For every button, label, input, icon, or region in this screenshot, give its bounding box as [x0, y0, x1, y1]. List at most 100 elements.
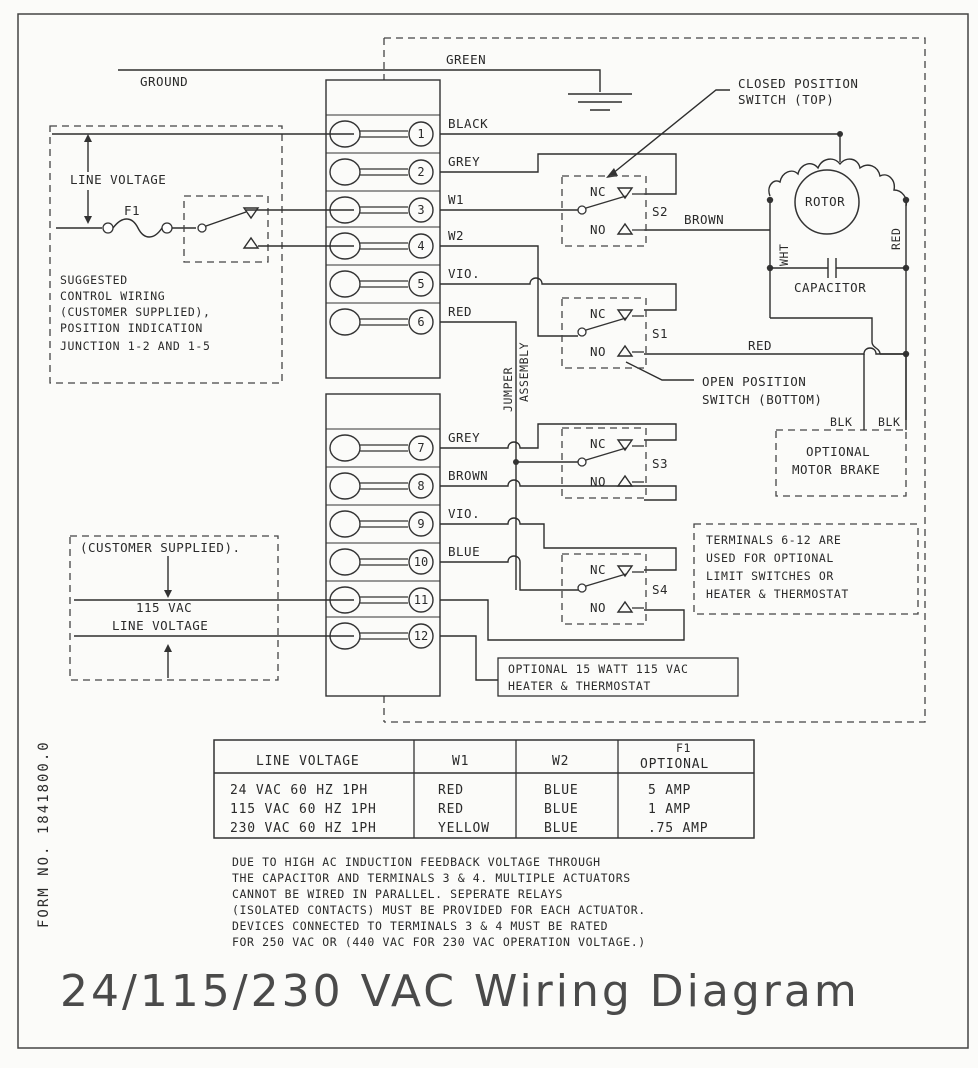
terminal-number: 4 — [417, 239, 424, 253]
wire-label-w1: W1 — [448, 192, 464, 207]
open-switch-leader — [625, 361, 694, 381]
closed-switch-leader — [611, 89, 730, 175]
svg-text:1 AMP: 1 AMP — [648, 802, 691, 817]
svg-text:5 AMP: 5 AMP — [648, 783, 691, 798]
svg-text:POSITION INDICATION: POSITION INDICATION — [60, 321, 203, 335]
svg-text:LIMIT SWITCHES OR: LIMIT SWITCHES OR — [706, 569, 834, 583]
svg-text:YELLOW: YELLOW — [438, 821, 490, 836]
terminal-2: 2 — [326, 152, 440, 186]
terminal-screw-icon — [329, 434, 361, 462]
switch-s2: NC NO S2 — [561, 175, 668, 247]
terminal-number: 12 — [414, 629, 428, 643]
svg-text:NO: NO — [590, 474, 606, 489]
svg-text:S2: S2 — [652, 204, 668, 219]
wire-label-vio-5: VIO. — [448, 266, 480, 281]
ground-symbol — [568, 93, 632, 111]
wire-label-vio-9: VIO. — [448, 506, 480, 521]
svg-text:S3: S3 — [652, 456, 668, 471]
terminal-10: 10 — [326, 542, 440, 576]
wire-label-brown-8: BROWN — [448, 468, 488, 483]
terminal-5: 5 — [326, 264, 440, 298]
wire-label-w2: W2 — [448, 228, 464, 243]
svg-text:THE CAPACITOR AND TERMINALS 3: THE CAPACITOR AND TERMINALS 3 & 4. MULTI… — [232, 871, 631, 885]
terminals-note: TERMINALS 6-12 ARE USED FOR OPTIONAL LIM… — [706, 533, 848, 601]
terminal-screw-icon — [329, 548, 361, 576]
wire-label-grey-7: GREY — [448, 430, 480, 445]
table-row: 24 VAC 60 HZ 1PH RED BLUE 5 AMP — [230, 783, 691, 798]
diagram-title: 24/115/230 VAC Wiring Diagram — [60, 966, 860, 1017]
wire-label-grey-2: GREY — [448, 154, 480, 169]
line-voltage-arrow — [84, 134, 92, 224]
warning-note: DUE TO HIGH AC INDUCTION FEEDBACK VOLTAG… — [232, 855, 646, 949]
terminal-6: 6 — [326, 302, 440, 336]
actuator-enclosure — [384, 37, 926, 723]
svg-text:BLUE: BLUE — [544, 821, 579, 836]
svg-text:SUGGESTED: SUGGESTED — [60, 273, 128, 287]
terminal-7: 7 — [326, 428, 440, 462]
terminal-number: 3 — [417, 203, 424, 217]
svg-text:S1: S1 — [652, 326, 668, 341]
svg-text:NO: NO — [590, 222, 606, 237]
voltage-table: LINE VOLTAGE W1 W2 F1 OPTIONAL 24 VAC 60… — [213, 739, 755, 839]
vac115-label: 115 VAC — [136, 600, 192, 615]
terminal-number: 10 — [414, 555, 428, 569]
table-header-optional: OPTIONAL — [640, 757, 709, 772]
relay-contact-icon — [197, 207, 260, 249]
wire-label-ground: GROUND — [140, 74, 188, 89]
table-header-w2: W2 — [552, 754, 569, 769]
wire-label-red-vertical: RED — [889, 227, 903, 250]
svg-text:BLUE: BLUE — [544, 783, 579, 798]
terminal-9: 9 — [326, 504, 440, 538]
terminal-number: 5 — [417, 277, 424, 291]
fuse-f1-icon — [56, 218, 196, 238]
customer-supplied-box — [69, 535, 279, 681]
svg-text:NO: NO — [590, 600, 606, 615]
control-wiring-text: SUGGESTED CONTROL WIRING (CUSTOMER SUPPL… — [60, 273, 210, 353]
terminal-number: 1 — [417, 127, 424, 141]
terminal-screw-icon — [329, 270, 361, 298]
wire-label-black: BLACK — [448, 116, 488, 131]
switch-s4: NC NO S4 — [561, 553, 668, 625]
table-header-line-voltage: LINE VOLTAGE — [256, 754, 360, 769]
closed-position-switch-label: CLOSED POSITION — [738, 76, 858, 91]
svg-text:RED: RED — [438, 802, 464, 817]
customer-supplied-label: (CUSTOMER SUPPLIED). — [80, 540, 241, 555]
svg-text:(ISOLATED CONTACTS) MUST BE PR: (ISOLATED CONTACTS) MUST BE PROVIDED FOR… — [232, 903, 646, 917]
motor-brake-label: OPTIONAL — [806, 444, 870, 459]
svg-text:S4: S4 — [652, 582, 668, 597]
wire-label-brown-motor: BROWN — [684, 212, 724, 227]
svg-text:24 VAC 60 HZ 1PH: 24 VAC 60 HZ 1PH — [230, 783, 368, 798]
svg-text:CONTROL WIRING: CONTROL WIRING — [60, 289, 165, 303]
capacitor-icon — [770, 258, 906, 278]
motor-windings-icon — [768, 158, 908, 207]
wire-label-green: GREEN — [446, 52, 486, 67]
terminal-number: 6 — [417, 315, 424, 329]
rotor-icon — [794, 169, 860, 235]
svg-text:RED: RED — [438, 783, 464, 798]
svg-text:CANNOT BE WIRED IN PARALLEL.: CANNOT BE WIRED IN PARALLEL. SEPERATE RE… — [232, 887, 563, 901]
table-header-w1: W1 — [452, 754, 469, 769]
svg-text:NC: NC — [590, 436, 606, 451]
closed-position-switch-sub: SWITCH (TOP) — [738, 92, 834, 107]
svg-text:FOR 250 VAC OR (440 VAC FOR 23: FOR 250 VAC OR (440 VAC FOR 230 VAC OPER… — [232, 935, 646, 949]
control-wiring-box — [49, 125, 283, 384]
svg-text:NC: NC — [590, 562, 606, 577]
svg-text:230 VAC 60 HZ 1PH: 230 VAC 60 HZ 1PH — [230, 821, 377, 836]
vac115-line-voltage-label: LINE VOLTAGE — [112, 618, 208, 633]
svg-text:115 VAC 60 HZ 1PH: 115 VAC 60 HZ 1PH — [230, 802, 377, 817]
svg-text:NC: NC — [590, 184, 606, 199]
open-position-switch-label: OPEN POSITION — [702, 374, 806, 389]
switch-s3: NC NO S3 — [561, 427, 668, 499]
outer-frame — [17, 13, 969, 1049]
heater-box — [497, 657, 739, 697]
terminal-number: 7 — [417, 441, 424, 455]
terminal-screw-icon — [329, 308, 361, 336]
svg-text:JUNCTION 1-2 AND 1-5: JUNCTION 1-2 AND 1-5 — [60, 339, 210, 353]
terminal-number: 11 — [414, 593, 428, 607]
vac115-arrow — [164, 556, 172, 678]
wire-label-blue-10: BLUE — [448, 544, 480, 559]
